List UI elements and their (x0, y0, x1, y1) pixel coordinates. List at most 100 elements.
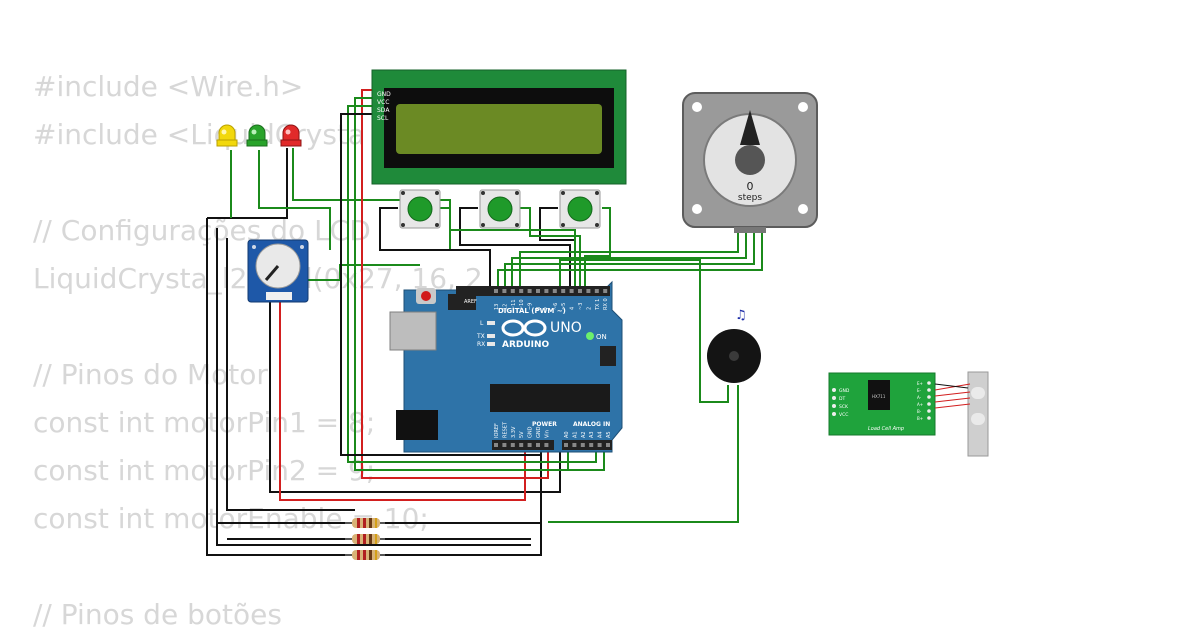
hx711-pin-label: SCK (839, 404, 849, 410)
aref-label: AREF (464, 299, 477, 305)
analog-pin[interactable] (606, 443, 610, 447)
hx711-pin[interactable] (832, 404, 836, 408)
arduino-logo-text: ARDUINO (502, 340, 550, 350)
digital-pin[interactable] (586, 289, 591, 293)
hx711-right-pin[interactable] (927, 381, 931, 385)
analog-pin-label: A5 (606, 431, 612, 438)
analog-pin[interactable] (572, 443, 577, 447)
power-led (586, 332, 594, 340)
digital-pin[interactable] (552, 289, 557, 293)
digital-pin[interactable] (569, 289, 574, 293)
digital-pin[interactable] (594, 289, 599, 293)
music-note-icon: ♫ (735, 308, 747, 323)
digital-pin[interactable] (494, 289, 498, 293)
push-button-2[interactable] (479, 189, 521, 229)
hx711-pin-label: VCC (839, 412, 848, 418)
hx711-right-pin[interactable] (927, 409, 931, 413)
analog-pin-label: A3 (589, 431, 595, 438)
power-pin-label: GND (528, 426, 534, 438)
stepper-unit-label: steps (738, 193, 762, 203)
digital-pin-label: 8 (536, 307, 542, 310)
digital-pin[interactable] (561, 289, 566, 293)
push-button-1[interactable] (399, 189, 441, 229)
code-line: const int motorEnable = 10; (33, 502, 429, 535)
digital-pin-label: 2 (586, 307, 592, 310)
analog-pin[interactable] (580, 443, 585, 447)
power-pin-label: Vin (544, 430, 550, 438)
digital-pin[interactable] (603, 289, 608, 293)
hx711-right-pin-label: B- (917, 409, 922, 414)
lcd-display[interactable]: GND VCC SDA SCL (371, 69, 627, 185)
analog-pin[interactable] (564, 443, 568, 447)
hx711-chip-label: HX711 (872, 394, 886, 399)
resistor-3[interactable] (345, 550, 385, 560)
digital-pin[interactable] (519, 289, 524, 293)
power-pin[interactable] (536, 443, 540, 447)
digital-pin[interactable] (527, 289, 532, 293)
load-cell[interactable] (934, 371, 989, 457)
digital-header (456, 286, 610, 296)
power-pin[interactable] (502, 443, 507, 447)
reset-button[interactable] (421, 291, 431, 301)
digital-pin-label: TX 1 (595, 299, 601, 311)
analog-pin-label: A2 (581, 431, 587, 438)
hx711-pin[interactable] (832, 412, 836, 416)
digital-pin-label: 7 (544, 307, 550, 310)
power-pin-label: 3.3V (511, 426, 517, 438)
hx711-right-pin[interactable] (927, 416, 931, 420)
hx711-pin[interactable] (832, 388, 836, 392)
usb-port (389, 311, 437, 351)
power-pin[interactable] (527, 443, 532, 447)
hx711-right-pin-label: A- (917, 395, 922, 400)
code-line: #include <Wire.h> (33, 70, 304, 103)
potentiometer[interactable] (247, 239, 309, 303)
power-pin-label: IOREF (494, 423, 500, 438)
wires (206, 89, 763, 556)
hx711-right-pin[interactable] (927, 402, 931, 406)
power-pin-label: GND (536, 426, 542, 438)
power-header-label: POWER (532, 421, 557, 428)
digital-header-label: DIGITAL (PWM ~) (498, 307, 566, 315)
rx-label: RX (477, 341, 485, 348)
resistor-2[interactable] (345, 534, 385, 544)
hx711-right-pin-label: E- (917, 388, 922, 393)
led-yellow[interactable] (216, 124, 238, 147)
digital-pin-label: ~10 (519, 299, 525, 310)
stepper-motor[interactable]: 0 steps (682, 92, 818, 233)
digital-pin-label: 4 (570, 307, 576, 310)
led-green[interactable] (246, 124, 268, 147)
digital-pin-label: ~3 (578, 303, 584, 310)
digital-pin-label: 12 (502, 304, 508, 310)
digital-pin[interactable] (544, 289, 549, 293)
analog-pin[interactable] (597, 443, 602, 447)
digital-pin-label: ~5 (561, 303, 567, 310)
analog-pin[interactable] (589, 443, 594, 447)
on-label: ON (596, 333, 607, 341)
digital-pin[interactable] (578, 289, 582, 293)
hx711-pin[interactable] (832, 396, 836, 400)
digital-pin[interactable] (536, 289, 540, 293)
digital-pin[interactable] (502, 289, 507, 293)
digital-pin-label: ~9 (528, 303, 534, 310)
code-line: const int motorPin2 = 9; (33, 454, 376, 487)
hx711-right-pin[interactable] (927, 395, 931, 399)
lcd-pin-label: VCC (377, 99, 389, 106)
board-model-label: UNO (550, 320, 582, 336)
led-red[interactable] (280, 124, 302, 147)
digital-pin-label: ~6 (553, 303, 559, 310)
power-pin[interactable] (494, 443, 498, 447)
power-pin[interactable] (519, 443, 524, 447)
hx711-load-cell-amp[interactable]: HX711 Load Cell Amp GNDDTSCKVCCE+E-A-A+B… (828, 372, 936, 436)
buzzer[interactable]: ♫ (707, 308, 761, 383)
power-pin-label: 5V (519, 431, 525, 438)
power-pin[interactable] (510, 443, 515, 447)
power-pin[interactable] (544, 443, 549, 447)
atmega-chip (490, 384, 610, 412)
push-button-3[interactable] (559, 189, 601, 229)
resistor-1[interactable] (345, 518, 385, 528)
hx711-right-pin[interactable] (927, 388, 931, 392)
digital-pin[interactable] (510, 289, 515, 293)
